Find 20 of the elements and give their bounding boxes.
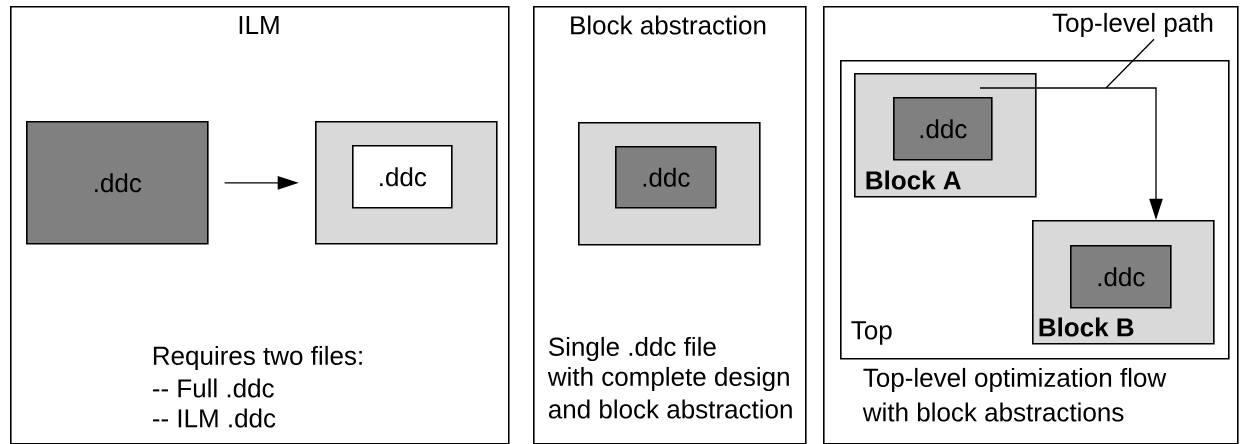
file-box: .ddc: [26, 121, 209, 245]
panel-text: Top-level optimization flow: [863, 367, 1167, 393]
panel-text: -- Full .ddc: [152, 378, 274, 398]
panel-text: ILM: [239, 16, 279, 34]
panel-text: with block abstractions: [862, 402, 1124, 422]
box-label: Top: [851, 321, 892, 345]
leader-line: [1105, 38, 1155, 89]
callout-text: Top-level path: [1052, 12, 1213, 38]
box-label: Block A: [866, 170, 961, 190]
file-box: .ddc: [893, 97, 993, 161]
panel-text: with complete design: [547, 366, 789, 392]
panel-text: Single .ddc file: [549, 336, 716, 362]
panel-text: -- ILM .ddc: [152, 408, 276, 428]
panel-text: Block abstraction: [571, 15, 766, 35]
panel-text: Requires two files:: [153, 345, 362, 371]
file-box: .ddc: [615, 146, 717, 209]
panel-text: and block abstraction: [548, 399, 792, 419]
file-box: .ddc: [1070, 245, 1172, 309]
box-label: Block B: [1039, 317, 1134, 337]
file-box: .ddc: [352, 145, 453, 209]
